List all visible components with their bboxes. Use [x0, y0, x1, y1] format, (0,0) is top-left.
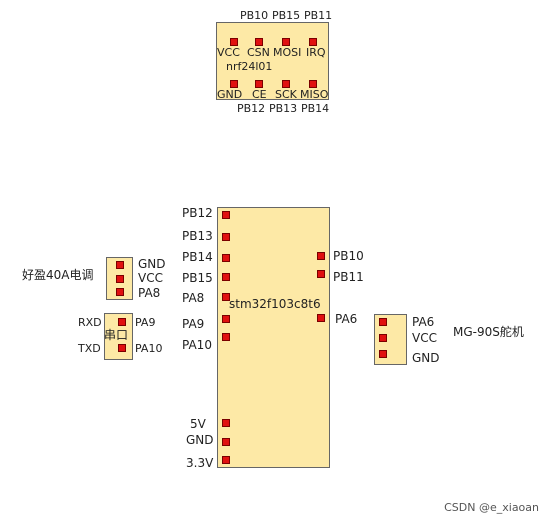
mcu-left-label-pb12: PB12	[182, 206, 213, 220]
servo-pin-pa6	[379, 318, 387, 326]
servo-title: MG-90S舵机	[453, 325, 524, 339]
esc-title: 好盈40A电调	[22, 268, 94, 282]
mcu-left-pin-pb12	[222, 211, 230, 219]
esc-label-pa8: PA8	[138, 286, 161, 300]
mcu-left-label-pa10: PA10	[182, 338, 212, 352]
nrf-bottom-label-pb12: PB12	[237, 102, 266, 115]
uart-pin-pa9	[118, 318, 126, 326]
nrf-label-irq: IRQ	[306, 46, 326, 59]
servo-label-pa6: PA6	[412, 315, 435, 329]
nrf-top-label-pb11: PB11	[304, 9, 333, 22]
mcu-left-pin-pa9	[222, 315, 230, 323]
uart-label-pa9: PA9	[135, 316, 156, 329]
nrf-pin-mosi	[282, 38, 290, 46]
esc-pin-vcc	[116, 275, 124, 283]
uart-label-txd: TXD	[78, 342, 101, 355]
nrf-label-mosi: MOSI	[273, 46, 302, 59]
nrf-label-sck: SCK	[275, 88, 297, 101]
nrf-pin-irq	[309, 38, 317, 46]
mcu-right-pin-pb11	[317, 270, 325, 278]
nrf-label-vcc: VCC	[217, 46, 240, 59]
esc-label-vcc: VCC	[138, 271, 163, 285]
nrf-label-ce: CE	[252, 88, 267, 101]
servo-label-gnd: GND	[412, 351, 440, 365]
esc-label-gnd: GND	[138, 257, 166, 271]
mcu-left-label-3v3: 3.3V	[186, 456, 214, 470]
nrf-label-gnd: GND	[217, 88, 243, 101]
nrf-module-name: nrf24l01	[226, 60, 273, 73]
mcu-right-label-pb10: PB10	[333, 249, 364, 263]
watermark-text: CSDN @e_xiaoan	[444, 501, 539, 514]
mcu-right-pin-pa6	[317, 314, 325, 322]
stm32-board	[217, 207, 330, 468]
nrf-pin-ce	[255, 80, 263, 88]
mcu-left-label-pb14: PB14	[182, 250, 213, 264]
nrf-top-label-pb10: PB10	[240, 9, 269, 22]
nrf-bottom-label-pb14: PB14	[301, 102, 330, 115]
mcu-left-label-pa9: PA9	[182, 317, 205, 331]
mcu-right-label-pb11: PB11	[333, 270, 364, 284]
mcu-left-label-pa8: PA8	[182, 291, 205, 305]
servo-pin-vcc	[379, 334, 387, 342]
esc-pin-pa8	[116, 288, 124, 296]
nrf-pin-csn	[255, 38, 263, 46]
servo-pin-gnd	[379, 350, 387, 358]
mcu-name: stm32f103c8t6	[229, 297, 321, 311]
nrf-pin-vcc	[230, 38, 238, 46]
nrf-label-miso: MISO	[300, 88, 329, 101]
uart-pin-pa10	[118, 344, 126, 352]
mcu-left-label-5v: 5V	[190, 417, 206, 431]
mcu-left-pin-5v	[222, 419, 230, 427]
mcu-left-pin-pb13	[222, 233, 230, 241]
mcu-left-label-pb13: PB13	[182, 229, 213, 243]
uart-label-rxd: RXD	[78, 316, 102, 329]
esc-pin-gnd	[116, 261, 124, 269]
mcu-left-pin-pb15	[222, 273, 230, 281]
nrf-bottom-label-pb13: PB13	[269, 102, 298, 115]
mcu-right-pin-pb10	[317, 252, 325, 260]
servo-label-vcc: VCC	[412, 331, 437, 345]
mcu-right-label-pa6: PA6	[335, 312, 358, 326]
nrf-pin-sck	[282, 80, 290, 88]
mcu-left-pin-pb14	[222, 254, 230, 262]
nrf-pin-miso	[309, 80, 317, 88]
mcu-left-label-gnd: GND	[186, 433, 214, 447]
nrf-label-csn: CSN	[247, 46, 270, 59]
mcu-left-pin-pa8	[222, 293, 230, 301]
mcu-left-pin-gnd	[222, 438, 230, 446]
nrf-pin-gnd	[230, 80, 238, 88]
nrf-top-label-pb15: PB15	[272, 9, 301, 22]
uart-label-pa10: PA10	[135, 342, 163, 355]
mcu-left-label-pb15: PB15	[182, 271, 213, 285]
uart-name: 串口	[104, 328, 129, 342]
mcu-left-pin-3v3	[222, 456, 230, 464]
mcu-left-pin-pa10	[222, 333, 230, 341]
